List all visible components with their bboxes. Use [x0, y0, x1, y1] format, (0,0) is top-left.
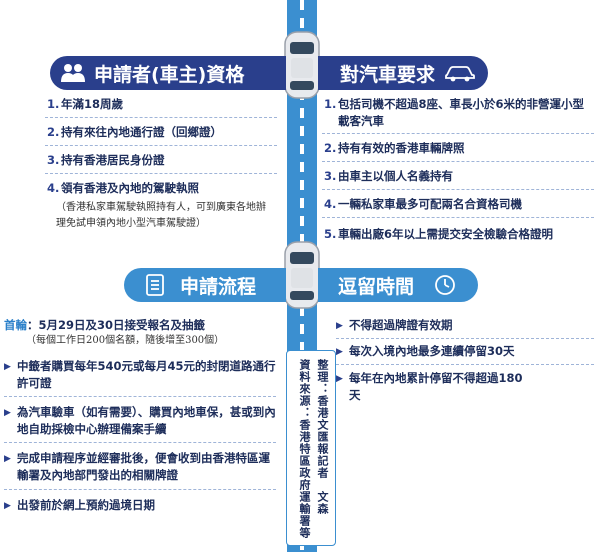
divider — [4, 396, 276, 397]
applicant-item: 1. 年滿18周歲 — [47, 97, 124, 111]
divider — [322, 133, 594, 134]
process-step: ▶ 出發前於網上預約過境日期 — [4, 498, 155, 512]
divider — [45, 145, 277, 146]
stay-item: ▶ 每次入境內地最多連續停留30天 — [336, 344, 515, 358]
divider — [322, 189, 594, 190]
divider — [322, 217, 594, 218]
credit-box: 整理：香港文匯報記者 文森 資料來源：香港特區政府運輸署等 — [286, 350, 336, 546]
divider — [336, 338, 594, 339]
vehicle-item: 4. 一輛私家車最多可配兩名合資格司機 — [324, 197, 522, 211]
clock-icon — [432, 272, 458, 298]
applicant-section-banner: 申請者(車主)資格 — [50, 56, 286, 90]
vehicle-section-title: 對汽車要求 — [340, 63, 436, 86]
applicant-section-title: 申請者(車主)資格 — [94, 63, 245, 86]
car-middle-illustration — [284, 241, 320, 309]
process-step: ▶ 完成申請程序並經審批後，便會收到由香港特區運輸署及內地部門發出的相關牌證 — [4, 451, 270, 482]
stay-section-banner: 逗留時間 — [318, 268, 478, 302]
process-step: ▶ 為汽車驗車（如有需要）、購買內地車保，甚或到內地自助採檢中心辦理備案手續 — [4, 405, 276, 436]
car-top-illustration — [284, 31, 320, 99]
stay-item: ▶ 不得超過牌證有效期 — [336, 318, 453, 332]
divider — [322, 161, 594, 162]
vehicle-item: 1. 包括司機不超過8座、車長小於6米的非營運小型載客汽車 — [324, 97, 585, 128]
divider — [336, 364, 594, 365]
process-section-title: 申請流程 — [180, 275, 257, 298]
applicant-item: 4. 領有香港及內地的駕駛執照 — [47, 181, 199, 195]
divider — [4, 489, 276, 490]
compiler-credit: 整理：香港文匯報記者 文森 — [316, 359, 329, 515]
divider — [45, 117, 277, 118]
process-section-banner: 申請流程 — [124, 268, 286, 302]
divider — [45, 173, 277, 174]
vehicle-item: 2. 持有有效的香港車輛牌照 — [324, 141, 465, 155]
first-round-line: 首輪：5月29日及30日接受報名及抽籤 — [4, 318, 206, 332]
applicant-note: （香港私家車駕駛執照持有人，可到廣東各地辦理免試申領內地小型汽車駕駛證） — [56, 202, 266, 229]
stay-section-title: 逗留時間 — [338, 275, 415, 298]
people-icon — [60, 60, 86, 86]
divider — [4, 442, 276, 443]
car-icon — [443, 60, 477, 86]
document-icon — [142, 272, 168, 298]
vehicle-section-banner: 對汽車要求 — [318, 56, 488, 90]
process-step: ▶ 中籤者購買每年540元或每月45元的封閉道路通行許可證 — [4, 359, 276, 390]
applicant-item: 3. 持有香港居民身份證 — [47, 153, 165, 167]
first-round-note: （每個工作日200個名額，隨後增至300個） — [26, 335, 225, 346]
stay-item: ▶ 每年在內地累計停留不得超過180天 — [336, 371, 523, 402]
vehicle-item: 3. 由車主以個人名義持有 — [324, 169, 453, 183]
applicant-item: 2. 持有來往內地通行證（回鄉證） — [47, 125, 222, 139]
source-credit: 資料來源：香港特區政府運輸署等 — [298, 359, 311, 539]
vehicle-item: 5. 車輛出廠6年以上需提交安全檢驗合格證明 — [324, 227, 553, 241]
